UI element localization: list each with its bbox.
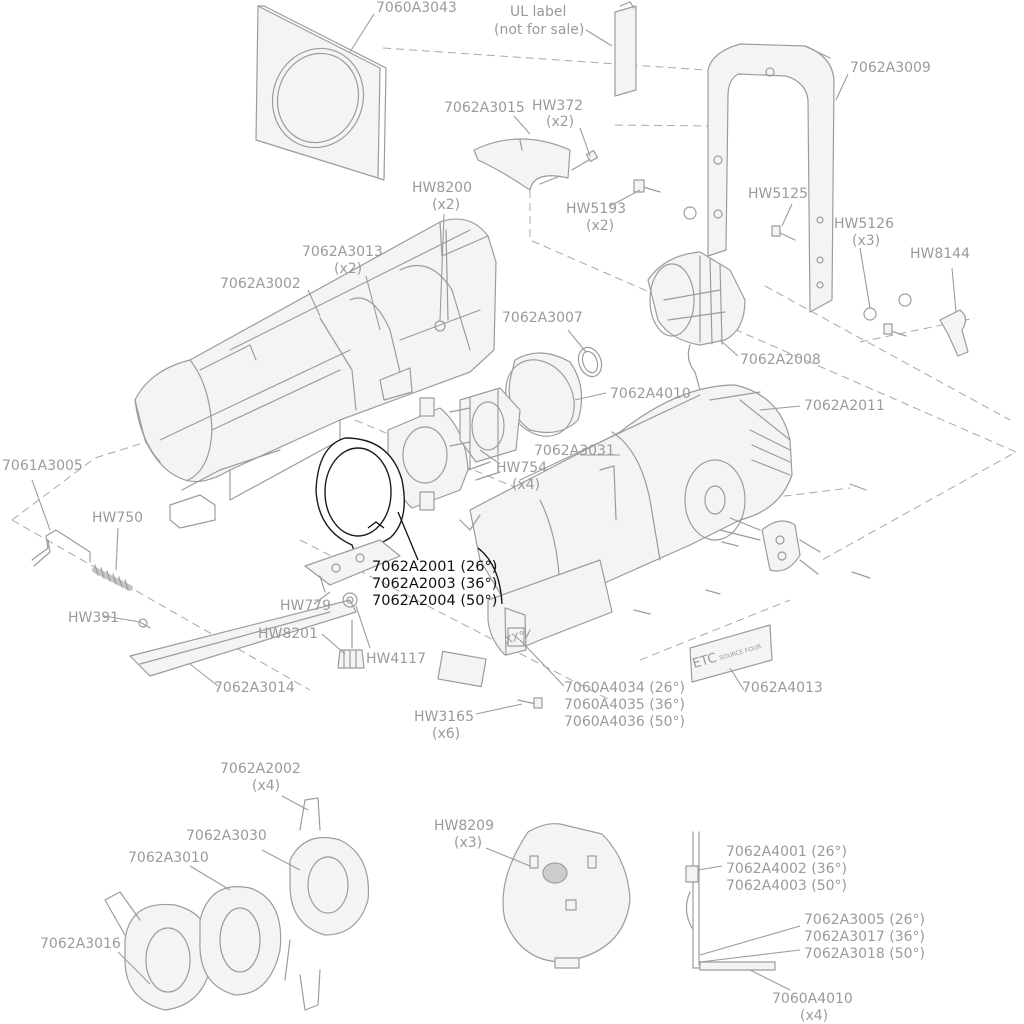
label-7062A2004: 7062A2004 (50°) — [372, 593, 497, 609]
label-7062A4010: 7062A4010 — [610, 386, 691, 402]
label-hw5193-qty: (x2) — [586, 218, 614, 234]
shutter-housing-part — [134, 218, 497, 529]
lens-mark: XX° — [503, 627, 527, 647]
part-labels: 7060A3043 UL label (not for sale) 7062A3… — [2, 0, 970, 1024]
label-hw5193: HW5193 — [566, 201, 626, 217]
label-hw5126-qty: (x3) — [852, 233, 880, 249]
leader-lines — [31, 13, 957, 991]
label-7062A3030: 7062A3030 — [186, 828, 267, 844]
label-7062A3002: 7062A3002 — [220, 276, 301, 292]
bracket-detail — [685, 831, 776, 971]
label-7062A3016: 7062A3016 — [40, 936, 121, 952]
label-hw372: HW372 — [532, 98, 583, 114]
label-hw8201: HW8201 — [258, 626, 318, 642]
label-7062A4013: 7062A4013 — [742, 680, 823, 696]
connector-plate-part — [633, 483, 871, 615]
label-hw8209-qty: (x3) — [454, 835, 482, 851]
label-7062A3009: 7062A3009 — [850, 60, 931, 76]
hw8209-plate — [502, 823, 631, 969]
label-7062A3013: 7062A3013 — [302, 244, 383, 260]
label-7062A3015: 7062A3015 — [444, 100, 525, 116]
label-7062A3014: 7062A3014 — [214, 680, 295, 696]
gel-frame-part — [255, 5, 387, 181]
label-7062A4002: 7062A4002 (36°) — [726, 861, 847, 877]
label-hw5126: HW5126 — [834, 216, 894, 232]
label-7060A4010: 7060A4010 — [772, 991, 853, 1007]
label-7062A3013-qty: (x2) — [334, 261, 362, 277]
label-hw372-qty: (x2) — [546, 114, 574, 130]
label-hw779: HW779 — [280, 598, 331, 614]
label-7061A3005: 7061A3005 — [2, 458, 83, 474]
label-7060A4010-qty: (x4) — [800, 1008, 828, 1024]
label-ul-label: UL label — [510, 4, 566, 20]
shutter-assembly-detail — [104, 797, 370, 1011]
label-hw8209: HW8209 — [434, 818, 494, 834]
etc-label-plate: ETC SOURCE FOUR — [689, 624, 773, 683]
label-7062A3010: 7062A3010 — [128, 850, 209, 866]
label-hw8200-qty: (x2) — [432, 197, 460, 213]
label-7062A3031: 7062A3031 — [534, 443, 615, 459]
ul-label-part — [614, 1, 637, 97]
label-7062A2008: 7062A2008 — [740, 352, 821, 368]
label-hw8200: HW8200 — [412, 180, 472, 196]
gate-parts — [387, 387, 521, 511]
label-hw5125: HW5125 — [748, 186, 808, 202]
label-7062A4001: 7062A4001 (26°) — [726, 844, 847, 860]
label-hw391: HW391 — [68, 610, 119, 626]
label-7062A4003: 7062A4003 (50°) — [726, 878, 847, 894]
label-hw754-qty: (x4) — [512, 477, 540, 493]
yoke-part — [707, 43, 835, 313]
label-7060A4034: 7060A4034 (26°) — [564, 680, 685, 696]
label-hw8144: HW8144 — [910, 246, 970, 262]
lens-mark-text: XX° — [503, 629, 526, 647]
label-7062A3017: 7062A3017 (36°) — [804, 929, 925, 945]
label-hw3165-qty: (x6) — [432, 726, 460, 742]
label-7062A3018: 7062A3018 (50°) — [804, 946, 925, 962]
label-hw754: HW754 — [496, 460, 547, 476]
curved-plate-part — [473, 138, 571, 191]
slider-bar-part — [129, 539, 401, 677]
label-ul-not-for-sale: (not for sale) — [494, 22, 584, 38]
small-screws — [571, 149, 969, 357]
label-7062A3005: 7062A3005 (26°) — [804, 912, 925, 928]
label-7060A4035: 7060A4035 (36°) — [564, 697, 685, 713]
label-hw3165: HW3165 — [414, 709, 474, 725]
label-7062A2002: 7062A2002 — [220, 761, 301, 777]
label-hw750: HW750 — [92, 510, 143, 526]
hw3165-screw — [517, 697, 543, 709]
handle-rod-part — [31, 529, 133, 591]
label-hw4117: HW4117 — [366, 651, 426, 667]
label-7062A2001: 7062A2001 (26°) — [372, 559, 497, 575]
label-7060A4036: 7060A4036 (50°) — [564, 714, 685, 730]
retaining-ring-part — [577, 346, 603, 378]
label-7062A3007: 7062A3007 — [502, 310, 583, 326]
lamp-cap-part — [647, 251, 746, 391]
etc-logo-text: ETC — [691, 651, 719, 672]
label-7062A2002-qty: (x4) — [252, 778, 280, 794]
label-7062A2003: 7062A2003 (36°) — [372, 576, 497, 592]
label-7060A3043: 7060A3043 — [376, 0, 457, 16]
label-7062A2011: 7062A2011 — [804, 398, 885, 414]
